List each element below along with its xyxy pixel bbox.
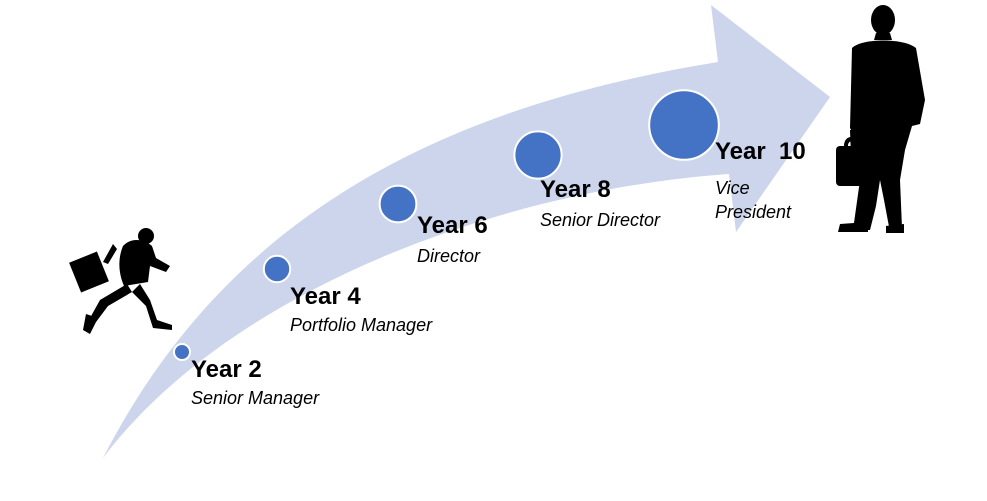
milestone-dot: [173, 343, 191, 361]
milestone-title-vice-president: Vice President: [715, 178, 792, 222]
milestone-year-8: Year 8: [540, 176, 611, 203]
standing-businessman-icon: [836, 5, 925, 233]
milestone-dots: [173, 89, 720, 361]
milestone-dot: [648, 89, 720, 161]
running-businessman-icon: [69, 228, 172, 334]
milestone-dot: [262, 254, 292, 284]
milestone-dot: [513, 130, 563, 180]
milestone-year-2: Year 2: [191, 356, 262, 383]
milestone-year-10: Year 10: [715, 138, 806, 165]
milestone-title-senior-manager: Senior Manager: [191, 388, 320, 408]
milestone-title-portfolio-manager: Portfolio Manager: [290, 315, 433, 335]
milestone-title-director: Director: [417, 246, 481, 266]
milestone-dot: [378, 184, 418, 224]
milestone-title-senior-director: Senior Director: [540, 210, 661, 230]
growth-arrow: [103, 5, 830, 458]
milestone-year-6: Year 6: [417, 212, 488, 239]
milestone-year-4: Year 4: [290, 283, 361, 310]
